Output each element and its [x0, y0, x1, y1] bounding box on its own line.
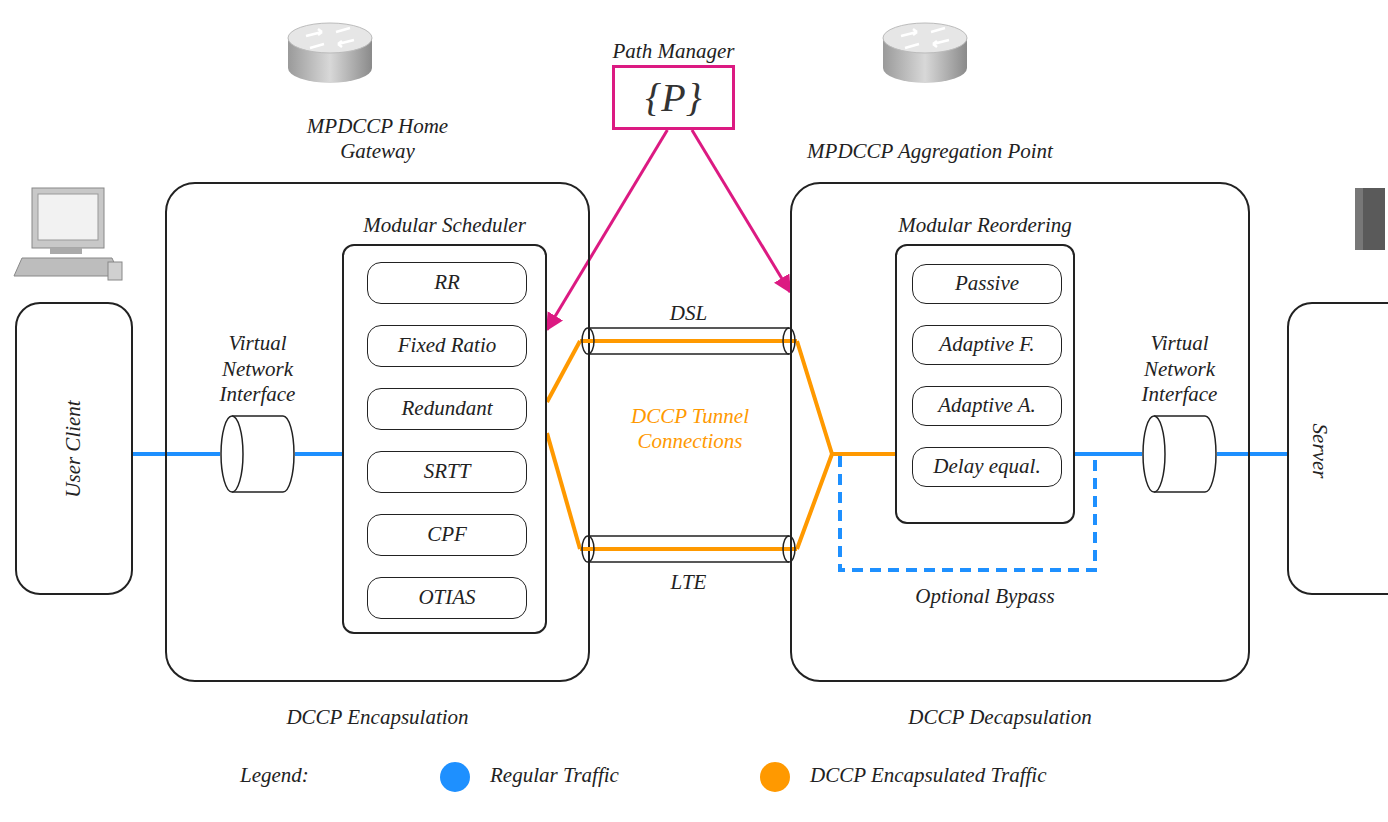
client-box: User Client — [15, 302, 133, 595]
node-label: Fixed Ratio — [368, 326, 526, 366]
path-manager-box: Path Manager{P} — [612, 65, 735, 130]
cylinder-outline — [1142, 415, 1217, 493]
server-icon — [1355, 188, 1385, 250]
tunnel-line — [547, 433, 580, 549]
node-label: Virtual Network Interface — [208, 331, 308, 407]
node-label: SRTT — [368, 452, 526, 492]
virtual-interface-cylinder: Virtual Network Interface — [1142, 415, 1217, 493]
traffic-line — [133, 452, 220, 456]
scheduler-option: Redundant — [367, 388, 527, 430]
legend-title: Legend: — [240, 763, 340, 788]
node-label: Delay equal. — [913, 448, 1061, 486]
node-label: Redundant — [368, 389, 526, 429]
bypass-label: Optional Bypass — [870, 584, 1100, 609]
pipe-outline — [580, 326, 797, 356]
tunnel-line — [797, 454, 895, 549]
router-icon — [883, 23, 967, 83]
pipe-outline — [580, 534, 797, 564]
node-label: Virtual Network Interface — [1130, 331, 1230, 407]
gateway-box: Virtual Network Interface RR Fixed RatioRe… — [165, 182, 590, 682]
node-sublabel: DCCP Encapsulation — [286, 705, 468, 730]
virtual-interface-cylinder: Virtual Network Interface — [220, 415, 295, 493]
node-sublabel: {P} — [615, 68, 732, 127]
control-arrow — [692, 130, 790, 292]
legend-text: DCCP Encapsulated Traffic — [810, 763, 1046, 788]
node-label: Adaptive F. — [913, 326, 1061, 364]
node-label: Modular Reordering — [898, 213, 1072, 238]
traffic-line — [1075, 452, 1142, 456]
tunnel-line — [547, 341, 580, 402]
scheduler-option: OTIAS — [367, 577, 527, 619]
traffic-line — [295, 452, 342, 456]
scheduler-option: Fixed Ratio — [367, 325, 527, 367]
tunnel-pipe: DSL — [580, 326, 797, 356]
tunnel-label: DCCP Tunnel Connections — [615, 404, 765, 454]
computer-icon — [14, 188, 122, 280]
tunnel-pipe: LTE — [580, 534, 797, 564]
node-label: OTIAS — [368, 578, 526, 618]
cylinder-outline — [220, 415, 295, 493]
node-label: Server — [1306, 423, 1331, 478]
traffic-line — [1217, 452, 1287, 456]
server-box: Server — [1287, 302, 1388, 595]
scheduler-option: SRTT — [367, 451, 527, 493]
scheduler-option: CPF — [367, 514, 527, 556]
reordering-option: Adaptive F. — [912, 325, 1062, 365]
legend-swatch — [440, 762, 470, 792]
node-label: Adaptive A. — [913, 387, 1061, 425]
reordering-box: PassiveAdaptive F. Adaptive A. Delay equal… — [895, 244, 1075, 524]
node-label: User Client — [61, 400, 86, 497]
reordering-option: Passive — [912, 264, 1062, 304]
node-label: Modular Scheduler — [363, 213, 526, 238]
node-label: Passive — [913, 265, 1061, 303]
scheduler-box: RRFixed RatioRedundantSRTTCPFOTIASModula… — [342, 244, 547, 634]
node-label: MPDCCP Home Gateway — [278, 114, 478, 164]
tunnel-line — [797, 341, 895, 454]
node-label: Path Manager — [613, 39, 735, 64]
node-label: LTE — [671, 570, 707, 595]
control-arrow — [547, 130, 667, 330]
node-label: DSL — [670, 301, 707, 326]
legend-text: Regular Traffic — [490, 763, 619, 788]
node-label: CPF — [368, 515, 526, 555]
node-label: MPDCCP Aggregation Point — [800, 139, 1060, 164]
scheduler-option: RR — [367, 262, 527, 304]
node-label: RR — [368, 263, 526, 303]
reordering-option: Adaptive A. — [912, 386, 1062, 426]
node-sublabel: DCCP Decapsulation — [908, 705, 1091, 730]
router-icon — [288, 23, 372, 83]
legend-swatch — [760, 762, 790, 792]
reordering-option: Delay equal. — [912, 447, 1062, 487]
